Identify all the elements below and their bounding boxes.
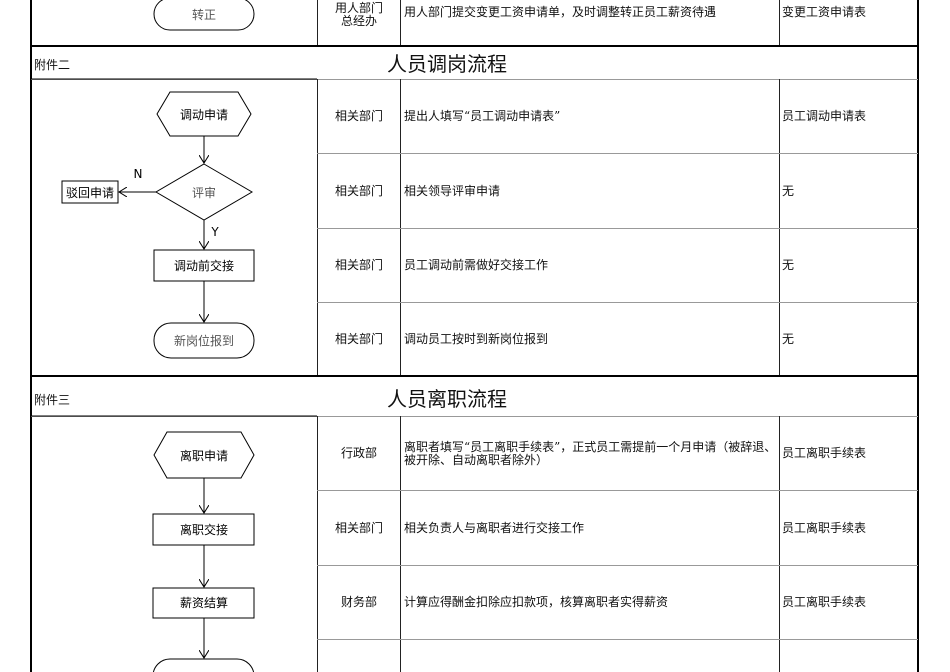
form-cell: 变更工资申请表	[782, 4, 867, 19]
dept-cell: 相关部门	[334, 183, 383, 198]
frame-left	[30, 0, 32, 672]
desc-cell: 计算应得酬金扣除应扣款项，核算离职者实得薪资	[404, 595, 669, 609]
branch-label-yes: Y	[210, 225, 219, 239]
end-terminator	[153, 0, 255, 31]
divider	[400, 416, 401, 672]
frame-right	[917, 0, 919, 672]
divider	[317, 565, 918, 566]
divider	[779, 0, 780, 46]
divider	[317, 79, 318, 376]
form-cell: 员工离职手续表	[782, 520, 867, 535]
desc-cell: 相关负责人与离职者进行交接工作	[404, 520, 585, 535]
divider	[31, 79, 918, 80]
form-cell: 员工调动申请表	[782, 109, 867, 123]
step-box	[153, 249, 255, 282]
section-title: 人员调岗流程	[387, 52, 507, 76]
divider	[779, 79, 780, 376]
end-terminator	[153, 322, 255, 359]
section-label: 附件二	[34, 58, 71, 72]
dept-cell: 相关部门	[334, 332, 383, 346]
dept-cell: 财务部	[340, 595, 377, 609]
divider	[400, 0, 401, 46]
form-cell: 无	[782, 183, 795, 198]
branch-label-no: N	[134, 167, 143, 181]
divider	[30, 375, 919, 377]
form-cell: 员工离职手续表	[782, 446, 867, 460]
divider	[31, 416, 918, 417]
divider	[317, 0, 318, 46]
end-terminator	[152, 658, 255, 672]
divider	[400, 79, 401, 376]
flow-node-label: 调动申请	[180, 108, 228, 122]
dept-cell: 用人部门 总经办	[334, 1, 383, 28]
desc-cell: 用人部门提交变更工资申请单，及时调整转正员工薪资待遇	[404, 4, 717, 19]
desc-cell: 离职者填写“员工离职手续表”，正式员工需提前一个月申请（被辞退、被开除、自动离职…	[404, 439, 777, 467]
reject-box	[61, 180, 119, 204]
step-box	[152, 587, 255, 619]
desc-cell: 提出人填写“员工调动申请表”	[404, 109, 561, 123]
desc-cell: 员工调动前需做好交接工作	[404, 258, 549, 272]
dept-cell: 相关部门	[334, 258, 383, 272]
dept-cell: 相关部门	[334, 520, 383, 535]
divider	[317, 153, 918, 154]
divider	[317, 416, 318, 672]
dept-cell: 相关部门	[334, 109, 383, 123]
desc-cell: 相关领导评审申请	[404, 183, 501, 198]
flow-node-label: 评审	[192, 185, 216, 200]
flow-node-label: 驳回申请	[66, 186, 114, 200]
flow-node-label: 离职交接	[180, 522, 228, 537]
divider	[317, 302, 918, 303]
flow-node-label: 薪资结算	[180, 595, 228, 610]
flowcharts: 转正 调动申请 评审 驳回申请 N Y 调动前交接 新岗位报到 离职申请 离职交…	[31, 0, 317, 672]
desc-cell: 调动员工按时到新岗位报到	[404, 332, 549, 346]
flow-node-label: 转正	[192, 7, 216, 22]
divider	[317, 228, 918, 229]
start-hexagon	[156, 91, 252, 137]
flow-node-label: 离职申请	[180, 448, 228, 463]
form-cell: 员工离职手续表	[782, 595, 867, 609]
divider	[30, 45, 919, 47]
form-cell: 无	[782, 332, 795, 346]
start-hexagon	[153, 431, 255, 479]
section-title: 人员离职流程	[387, 387, 507, 411]
section-label: 附件三	[34, 393, 71, 407]
dept-cell: 行政部	[340, 446, 377, 460]
flow-node-label: 新岗位报到	[174, 333, 234, 348]
divider	[779, 416, 780, 672]
divider	[317, 490, 918, 491]
divider	[317, 639, 918, 640]
form-cell: 无	[782, 258, 795, 272]
flow-node-label: 调动前交接	[174, 258, 234, 273]
step-box	[152, 513, 255, 546]
